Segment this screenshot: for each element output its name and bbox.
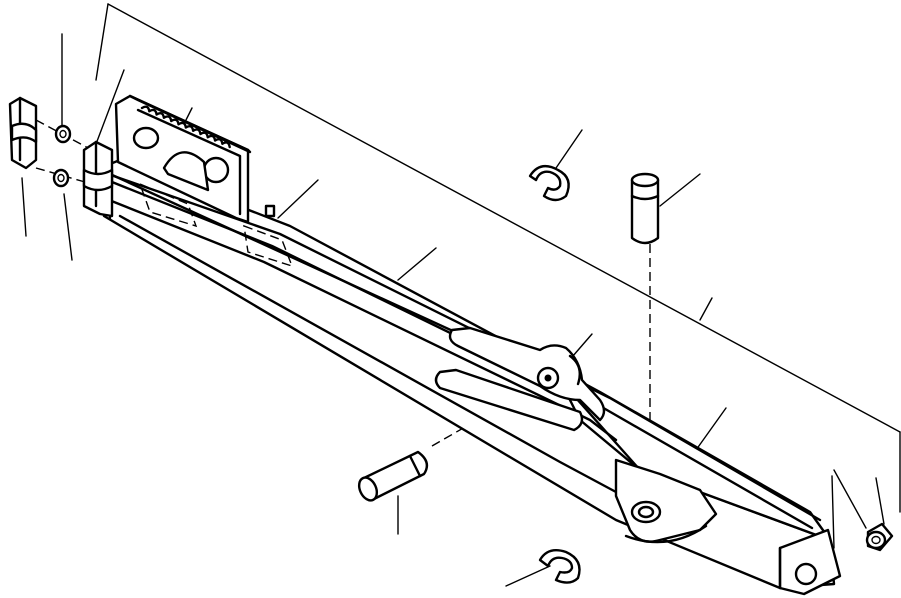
washer-lower-hole: [57, 173, 65, 183]
pin-upper-top: [630, 172, 660, 188]
tooth-plate-inner-edge: [136, 108, 242, 216]
arm-edge-line-4: [118, 214, 618, 494]
bushing-bore: [871, 535, 881, 545]
lower-bracket-bore: [637, 505, 655, 519]
lock-ring-upper: [528, 164, 570, 202]
clamp-cap: [8, 96, 38, 170]
leader-line-arm-body: [397, 247, 437, 281]
lock-ring-lower: [538, 549, 581, 584]
bushing-face: [865, 530, 887, 550]
link-lower-bar: [434, 368, 584, 432]
leader-line-washer-lower: [63, 193, 73, 261]
tooth-row: [140, 105, 231, 149]
leader-line-top-left: [95, 3, 109, 81]
link-pivot-hole: [544, 374, 552, 382]
pin-lower: [357, 450, 429, 502]
leader-line-clamp-block: [95, 69, 125, 145]
link-bracket: [434, 326, 606, 432]
link-upper-bar: [448, 326, 606, 422]
washer-upper: [54, 124, 72, 144]
leader-line-pin-upper: [659, 173, 701, 207]
pin-upper-groove: [630, 194, 660, 201]
clamp-cap-saddle: [10, 122, 38, 144]
hidden-box-left: [138, 182, 198, 228]
pin-lower-body: [362, 450, 429, 502]
leader-line-clamp-cap: [21, 177, 27, 237]
small-tab: [264, 204, 276, 218]
clamp-block-groove: [82, 168, 114, 192]
washer-lower: [52, 168, 70, 188]
tooth-plate-hole-2: [202, 156, 230, 184]
washer-upper-hole: [59, 129, 67, 139]
leader-line-lock-ring-upper: [555, 129, 583, 169]
lower-bracket: [614, 458, 718, 544]
lock-ring-lower-shape: [538, 549, 581, 584]
arm-end-bore: [794, 562, 818, 586]
lower-bracket-lip: [624, 524, 708, 544]
leader-line-top-bracket: [277, 179, 319, 219]
leader-line-main-tick: [699, 297, 713, 321]
leader-line-bushing-a: [833, 469, 867, 529]
leader-line-bushing-b: [875, 477, 885, 525]
leader-line-main-long: [107, 3, 901, 433]
tooth-plate-top: [128, 94, 252, 154]
arm-edge-line-3: [102, 196, 618, 442]
bucket-tooth-plate: [114, 94, 276, 224]
lock-ring-upper-shape: [528, 164, 570, 202]
pin-lower-groove: [408, 454, 422, 478]
leader-line-lock-ring-lower: [505, 565, 551, 587]
tooth-plate-arch: [162, 151, 210, 192]
pin-lower-end: [357, 476, 379, 502]
washers: [52, 124, 72, 188]
leader-line-arm-end: [831, 475, 835, 549]
bushing: [865, 522, 894, 552]
end-clamp-block: [82, 140, 114, 218]
arm-edge-line-1: [106, 172, 822, 522]
pin-upper: [630, 172, 660, 245]
pin-upper-body: [630, 178, 660, 245]
tooth-plate-hole-1: [132, 126, 160, 150]
link-curve: [568, 354, 581, 386]
